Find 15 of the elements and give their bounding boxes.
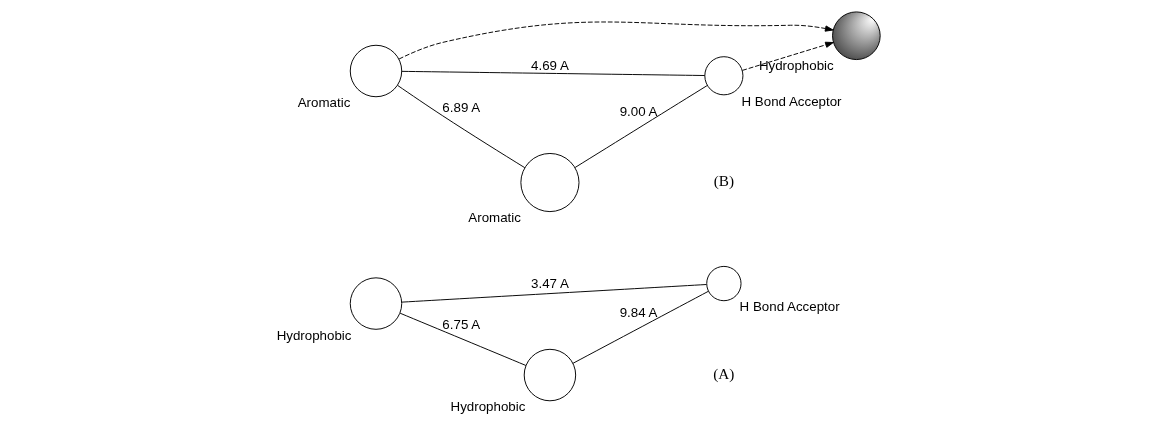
node-label: Aromatic <box>297 95 350 111</box>
node-label: Hydrophobic <box>758 58 834 74</box>
node-label: H Bond Acceptor <box>739 299 840 315</box>
edge-label: 9.84 A <box>619 305 657 321</box>
edge-label: 6.89 A <box>441 100 480 116</box>
node-label: Aromatic <box>467 210 521 226</box>
label: (A) <box>712 364 734 382</box>
edge-label: 3.47 A <box>530 275 569 291</box>
edge-label: 9.00 A <box>619 104 657 119</box>
edge-label: 6.75 A <box>441 316 480 332</box>
label: (B) <box>713 172 734 190</box>
node-label: Hydrophobic <box>450 399 525 415</box>
node-label: H Bond Acceptor <box>741 93 842 109</box>
node-label: Hydrophobic <box>276 327 351 343</box>
edge-label: 4.69 A <box>530 58 569 74</box>
